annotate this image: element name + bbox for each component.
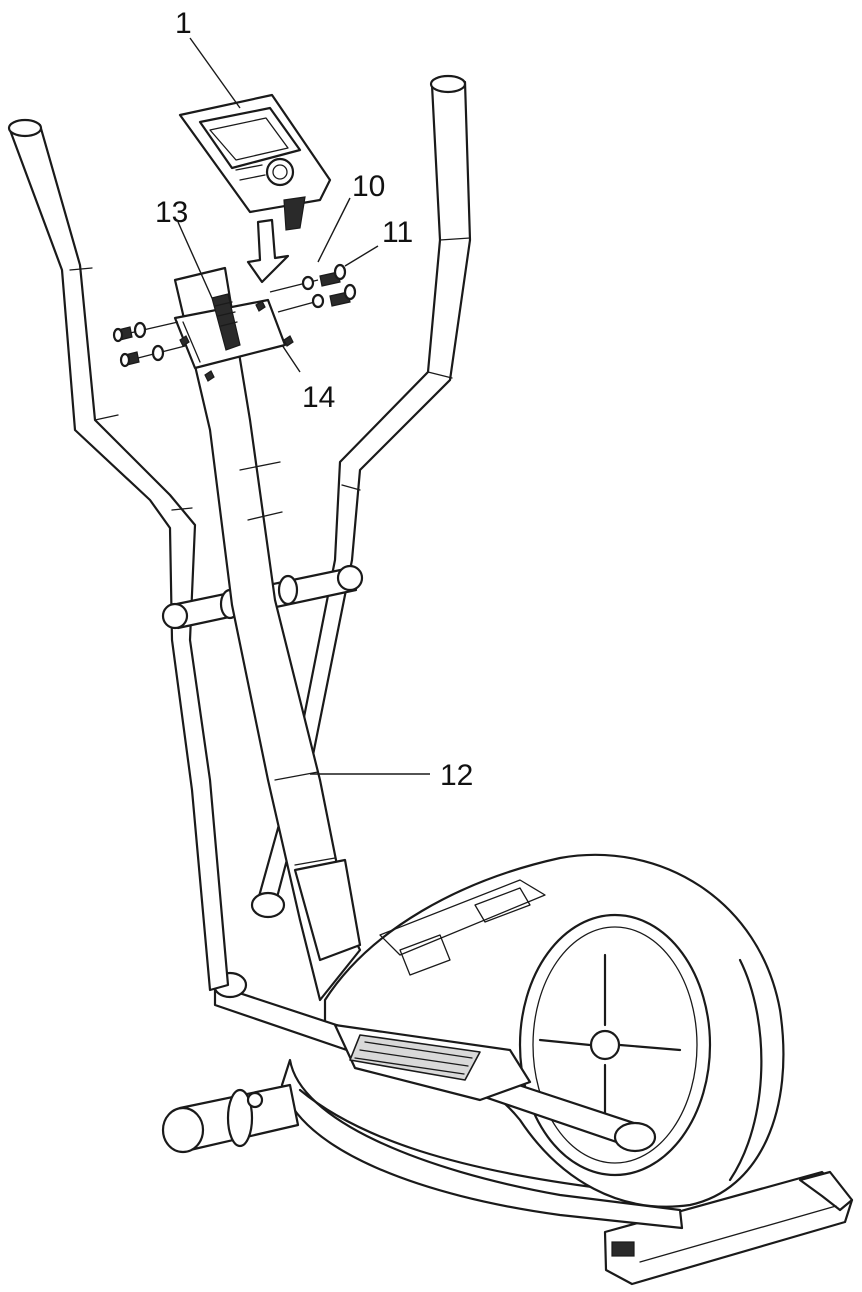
hardware-left — [112, 321, 215, 382]
hardware-right — [255, 263, 357, 347]
console-cable — [211, 293, 241, 351]
callout-label-front-post: 12 — [440, 759, 473, 792]
pedal-assembly — [212, 971, 657, 1153]
callout-leaders — [177, 37, 430, 775]
console — [178, 93, 332, 231]
main-frame-base — [280, 1058, 684, 1230]
rear-stabilizer — [603, 1170, 854, 1286]
front-post — [173, 266, 362, 1002]
callout-label-washer: 10 — [352, 170, 385, 203]
callout-label-bolt: 11 — [382, 216, 413, 249]
callout-label-console: 1 — [175, 7, 192, 40]
right-handlebar-arm — [250, 74, 472, 919]
callout-label-cable: 13 — [155, 196, 188, 229]
callout-label-screw: 14 — [302, 381, 335, 414]
installation-arrow — [246, 218, 290, 284]
front-stabilizer — [161, 1083, 300, 1154]
left-handlebar-arm — [7, 118, 230, 992]
